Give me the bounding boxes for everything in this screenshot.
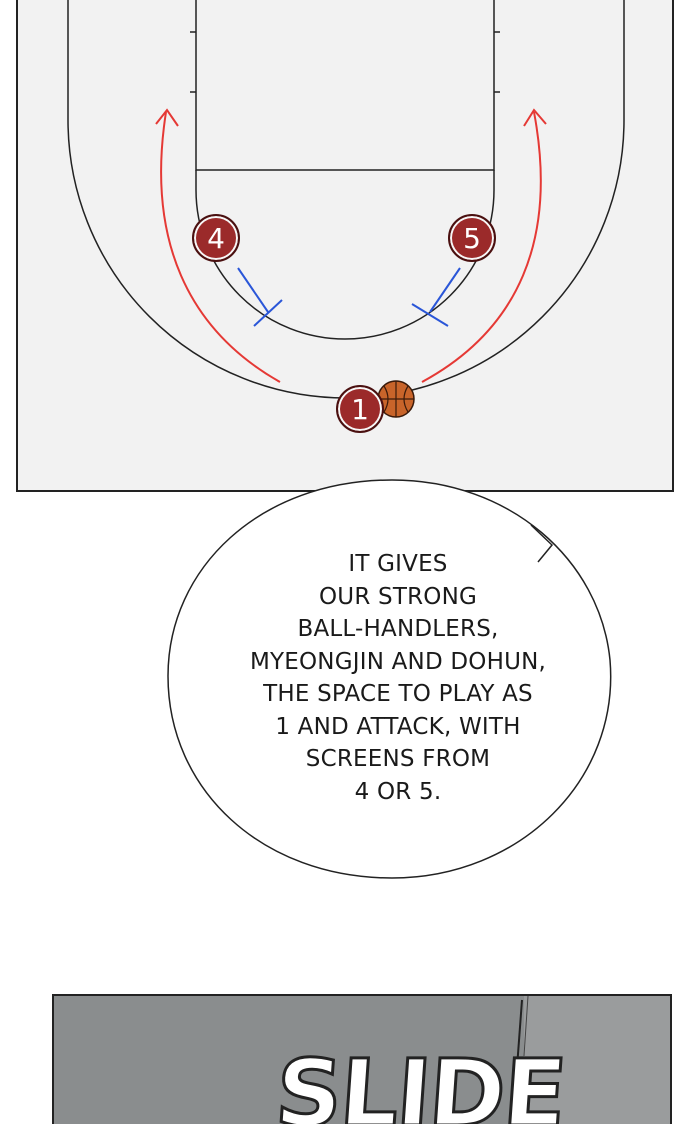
dialogue-text: IT GIVES OUR STRONG BALL-HANDLERS, MYEON… <box>218 548 578 808</box>
player-5-marker: 5 <box>448 214 496 262</box>
dialogue-line: BALL-HANDLERS, <box>297 616 499 642</box>
dialogue-line: OUR STRONG <box>319 583 477 610</box>
dialogue-line: 1 AND ATTACK, WITH <box>275 713 521 740</box>
dialogue-line: THE SPACE TO PLAY AS <box>263 681 533 707</box>
cut-arrow-right-head <box>523 108 547 127</box>
player-4-marker: 4 <box>192 214 240 262</box>
dialogue-line: IT GIVES <box>348 551 448 577</box>
next-comic-panel: SLIDE <box>52 994 672 1124</box>
cut-arrow-left <box>160 111 281 383</box>
dialogue-line: SCREENS FROM <box>305 746 491 772</box>
lane-hash-marks <box>190 31 500 93</box>
cut-arrow-left-head <box>155 108 179 127</box>
court-diagram-panel: 4 5 1 <box>16 0 674 492</box>
basketball-icon <box>377 380 415 418</box>
panel-background-art <box>513 996 670 1124</box>
speech-bubble <box>167 479 612 879</box>
cut-arrow-right <box>421 111 542 383</box>
player-1-marker: 1 <box>336 385 384 433</box>
dialogue-line: MYEONGJIN AND DOHUN, <box>249 648 547 675</box>
dialogue-line: 4 OR 5. <box>354 778 442 805</box>
screen-mark-left <box>237 267 283 327</box>
sound-effect-text: SLIDE <box>271 1039 570 1124</box>
screen-mark-right <box>411 267 461 327</box>
key-lane <box>195 0 495 171</box>
